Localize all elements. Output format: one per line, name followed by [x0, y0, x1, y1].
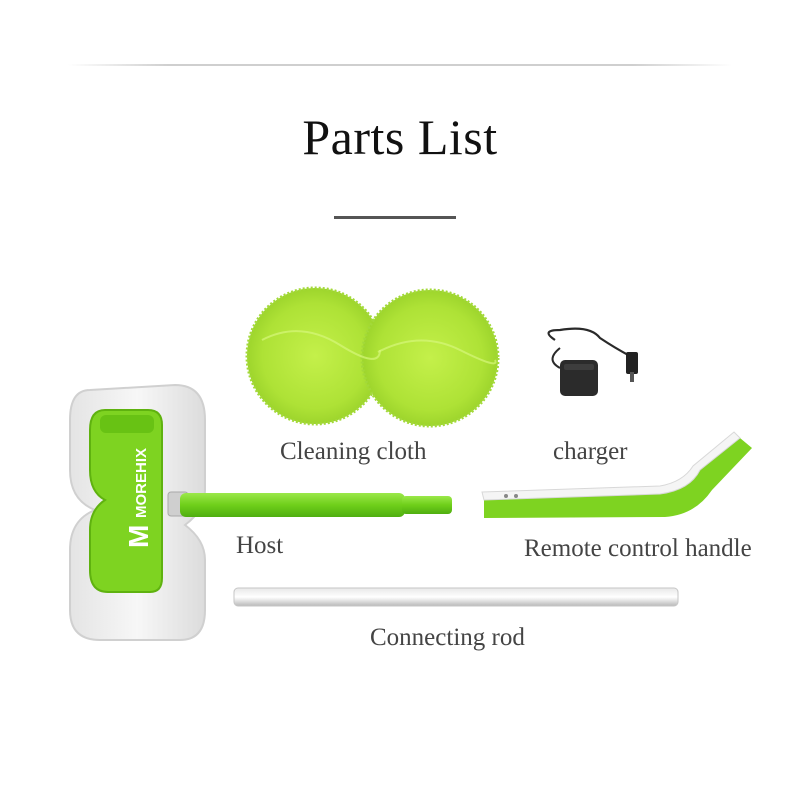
page-title: Parts List	[302, 109, 498, 165]
label-connecting-rod: Connecting rod	[370, 624, 525, 651]
charger-image	[547, 327, 638, 396]
title-underline	[334, 216, 456, 219]
host-tube	[167, 491, 452, 517]
label-remote-control-handle: Remote control handle	[524, 535, 752, 562]
cleaning-cloth-right	[360, 288, 500, 428]
brand-monogram: M	[123, 525, 154, 548]
label-host: Host	[236, 532, 284, 559]
remote-control-handle-image	[481, 431, 752, 518]
connecting-rod-image	[233, 587, 679, 607]
top-divider	[68, 64, 732, 66]
brand-wordmark: MOREHIX	[133, 448, 150, 518]
cleaning-cloth-pads	[245, 286, 500, 428]
label-cleaning-cloth: Cleaning cloth	[280, 438, 427, 465]
label-charger: charger	[553, 438, 628, 465]
